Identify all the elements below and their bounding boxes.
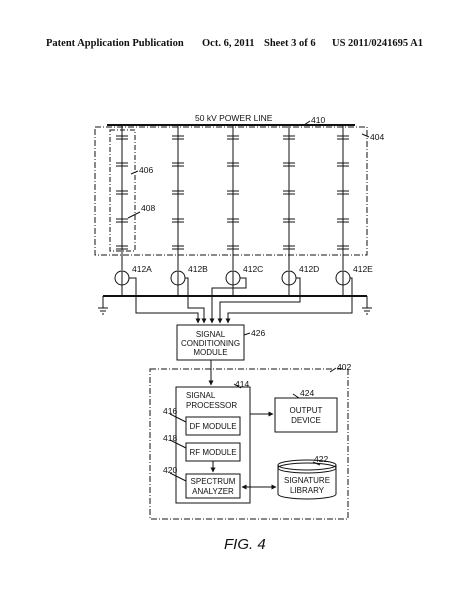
leader-416 xyxy=(169,413,187,423)
leader-410 xyxy=(303,120,311,126)
output-device-box xyxy=(274,397,338,433)
signal-processor-box xyxy=(175,386,251,504)
signature-library-line1: SIGNATURE xyxy=(284,476,330,485)
leader-426 xyxy=(243,332,251,336)
leader-414 xyxy=(233,383,242,389)
ref-404: 404 xyxy=(370,132,384,142)
signature-library-line2: LIBRARY xyxy=(290,486,325,495)
sheet-number: Sheet 3 of 6 xyxy=(264,38,316,49)
signature-library-top xyxy=(277,459,337,471)
publication-date: Oct. 6, 2011 xyxy=(202,38,255,49)
df-module-box xyxy=(185,416,241,436)
rf-module-label: RF MODULE xyxy=(189,448,236,457)
wire-412B xyxy=(182,277,207,324)
ref-418: 418 xyxy=(163,433,177,443)
ref-416: 416 xyxy=(163,406,177,416)
signal-conditioning-line1: SIGNAL xyxy=(196,330,226,339)
output-device-line2: DEVICE xyxy=(291,416,321,425)
sensor-label: 412E xyxy=(353,264,373,274)
output-device-line1: OUTPUT xyxy=(290,406,323,415)
ref-422: 422 xyxy=(314,454,328,464)
signal-processor-line1: SIGNAL xyxy=(186,391,216,400)
ref-408: 408 xyxy=(141,203,155,213)
leader-408 xyxy=(127,211,141,219)
capacitor-strings xyxy=(116,125,349,270)
signature-library-rim xyxy=(277,462,337,474)
ref-402: 402 xyxy=(337,362,351,372)
signal-conditioning-line3: MODULE xyxy=(193,348,227,357)
publication-label: Patent Application Publication xyxy=(46,38,184,49)
system-402-outline xyxy=(149,368,349,520)
ref-420: 420 xyxy=(163,465,177,475)
wire-412D xyxy=(217,277,301,324)
enclosure-404 xyxy=(94,126,368,256)
figure-caption: FIG. 4 xyxy=(224,536,266,553)
leader-404 xyxy=(361,133,370,138)
leader-406 xyxy=(130,170,139,175)
signal-processor-line2: PROCESSOR xyxy=(186,401,237,410)
ref-410: 410 xyxy=(311,115,325,125)
signature-library-body xyxy=(277,465,337,500)
ref-406: 406 xyxy=(139,165,153,175)
sensor-label: 412B xyxy=(188,264,208,274)
df-module-label: DF MODULE xyxy=(189,422,236,431)
sensor-label: 412D xyxy=(299,264,319,274)
spectrum-analyzer-line1: SPECTRUM xyxy=(191,477,236,486)
ref-426: 426 xyxy=(251,328,265,338)
current-sensors xyxy=(114,270,351,296)
wire-412A xyxy=(126,277,201,324)
leader-418 xyxy=(169,439,187,449)
sensor-label: 412A xyxy=(132,264,152,274)
power-line-label: 50 kV POWER LINE xyxy=(195,113,273,123)
sensor-label: 412C xyxy=(243,264,263,274)
leader-420 xyxy=(169,472,187,482)
leader-424 xyxy=(292,393,300,399)
wire-412C xyxy=(209,277,247,324)
leader-422 xyxy=(312,461,321,466)
leader-402 xyxy=(329,367,337,373)
ref-414: 414 xyxy=(235,379,249,389)
spectrum-analyzer-line2: ANALYZER xyxy=(192,487,234,496)
ref-424: 424 xyxy=(300,388,314,398)
patent-number: US 2011/0241695 A1 xyxy=(332,38,424,49)
signal-conditioning-line2: CONDITIONING xyxy=(181,339,240,348)
spectrum-analyzer-box xyxy=(185,473,241,499)
string-406-outline xyxy=(109,129,136,252)
